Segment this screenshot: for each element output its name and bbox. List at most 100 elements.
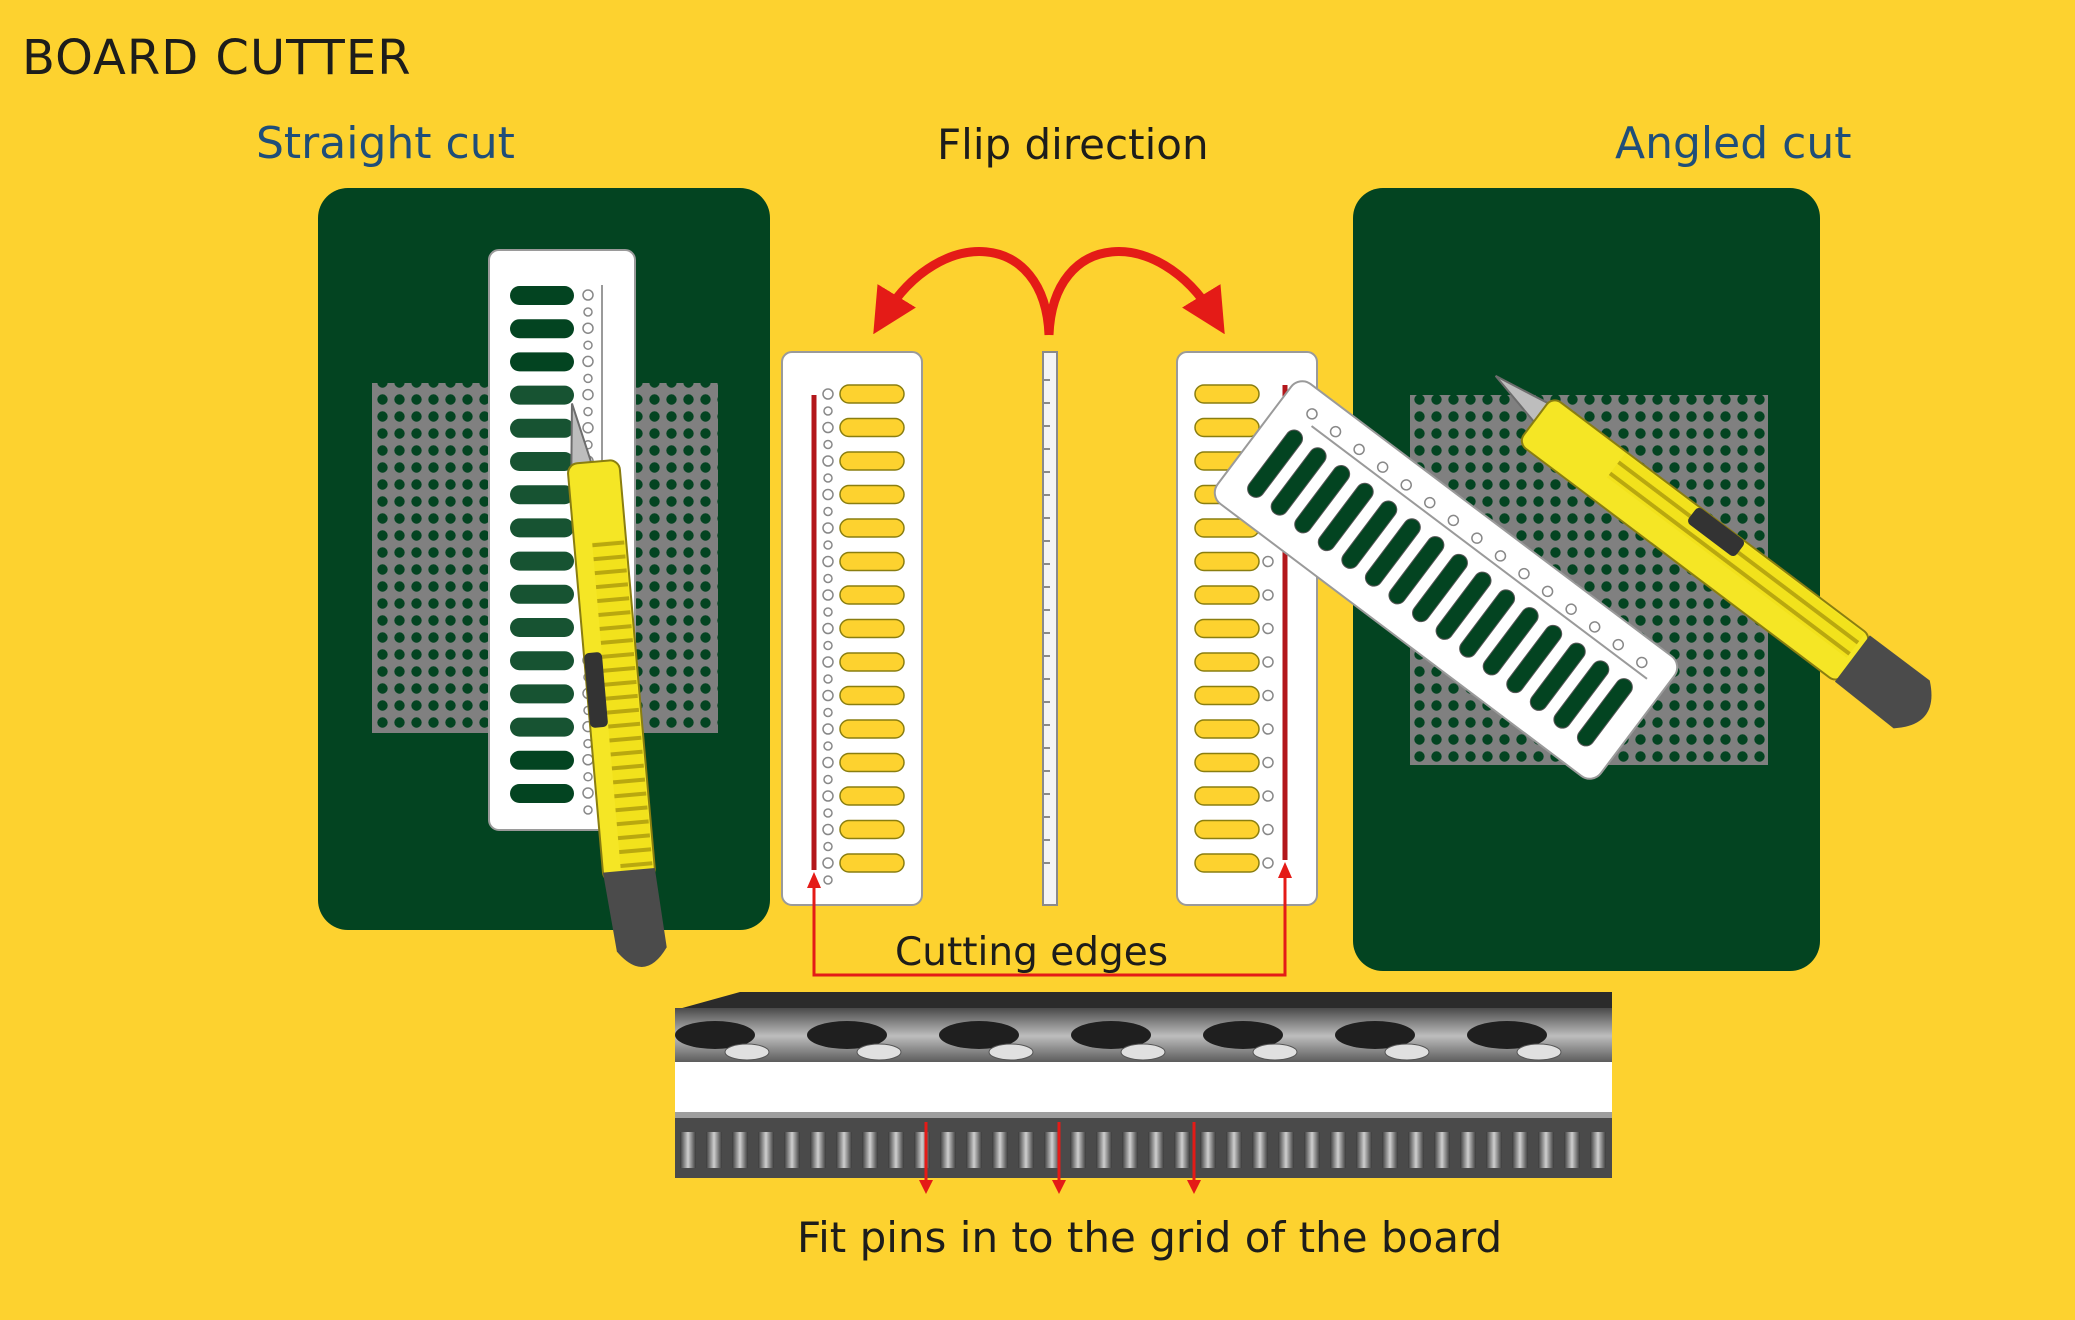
- ruler-slot: [1247, 429, 1304, 498]
- ruler-slot: [510, 452, 574, 471]
- ruler-slot: [839, 518, 905, 538]
- ruler-pin: [582, 388, 594, 401]
- ruler-pin: [822, 689, 834, 702]
- ruler-pin: [582, 355, 594, 368]
- board-pin: [862, 1132, 878, 1168]
- ruler-pin: [1636, 656, 1648, 669]
- ruler-pin: [1262, 756, 1274, 769]
- board-pin: [1148, 1132, 1164, 1168]
- ruler-pin: [1262, 723, 1274, 735]
- ruler-pin: [582, 289, 594, 301]
- ruler-pin: [822, 790, 834, 802]
- straight-cut-knife: [567, 403, 667, 967]
- ruler-pin: [822, 522, 834, 534]
- ruler-pin: [1306, 408, 1318, 420]
- ruler-slot: [839, 484, 905, 505]
- ruler-pin: [583, 805, 593, 815]
- board-pin: [1122, 1132, 1138, 1168]
- ruler-pin: [1400, 479, 1412, 491]
- board-hole: [988, 1043, 1034, 1061]
- board-pin: [1096, 1132, 1112, 1168]
- board-pin: [914, 1132, 930, 1168]
- ruler-slot: [839, 551, 905, 572]
- ruler-slot: [839, 786, 905, 806]
- ruler-pin: [823, 439, 833, 450]
- ruler-slot: [1270, 447, 1327, 516]
- board-pin: [992, 1132, 1008, 1168]
- pin-arrows: [919, 1122, 1201, 1194]
- ruler-pin: [823, 406, 833, 416]
- board-hole: [1467, 1021, 1547, 1049]
- ruler-slot: [510, 651, 574, 671]
- ruler-slot: [1576, 678, 1633, 747]
- ruler-pin: [822, 455, 834, 467]
- ruler-slot: [839, 417, 905, 438]
- ruler-pin: [1565, 603, 1577, 615]
- ruler-slot: [1506, 624, 1563, 694]
- ruler-pin: [1376, 461, 1389, 473]
- board-pin: [680, 1132, 696, 1168]
- ruler-pin: [823, 506, 833, 517]
- ruler-pin: [1329, 425, 1342, 438]
- ruler-slot: [1194, 417, 1260, 438]
- ruler-pin: [582, 422, 594, 434]
- straight-cut-label: Straight cut: [256, 118, 515, 169]
- ruler-slot: [1194, 652, 1260, 672]
- ruler-pin: [823, 774, 833, 785]
- ruler-pin: [583, 373, 593, 384]
- ruler-pin: [823, 473, 833, 483]
- ruler-pin: [822, 388, 834, 400]
- ruler-pin: [823, 841, 833, 852]
- ruler-slot: [839, 719, 905, 739]
- ruler-slot: [510, 352, 574, 372]
- board-hole: [939, 1021, 1019, 1049]
- board-hole: [1252, 1043, 1298, 1061]
- board-hole: [1071, 1021, 1151, 1049]
- ruler-slot: [1317, 482, 1374, 552]
- ruler-slot: [1435, 571, 1492, 640]
- board-pin: [1200, 1132, 1216, 1168]
- ruler-slot: [839, 384, 905, 404]
- ruler-pin: [1518, 567, 1530, 580]
- board-pin: [1330, 1132, 1346, 1168]
- board-pin: [1304, 1132, 1320, 1168]
- ruler-pin: [583, 406, 593, 417]
- angled-cut-label: Angled cut: [1615, 118, 1852, 169]
- ruler-pin: [822, 622, 834, 635]
- board-hole: [724, 1043, 770, 1061]
- board-pin: [940, 1132, 956, 1168]
- ruler-pin: [1494, 550, 1507, 562]
- board-pin: [1460, 1132, 1476, 1168]
- ruler-pin: [822, 589, 834, 601]
- ruler-slot: [510, 618, 574, 637]
- ruler-slot: [1529, 642, 1586, 711]
- ruler-slot: [1459, 589, 1516, 658]
- ruler-slot: [510, 784, 574, 803]
- angled-cut-ruler: [1213, 380, 1679, 780]
- ruler-pin: [1262, 857, 1274, 869]
- ruler-slot: [1388, 536, 1445, 605]
- board-hole: [807, 1021, 887, 1049]
- ruler-pin: [1262, 656, 1274, 668]
- ruler-slot: [1341, 500, 1398, 569]
- ruler-slot: [1194, 819, 1260, 840]
- board-pin: [1382, 1132, 1398, 1168]
- board-hole: [1120, 1043, 1166, 1061]
- ruler-pin: [583, 307, 593, 317]
- board-perspective-detail: [675, 992, 1612, 1194]
- fit-pins-caption: Fit pins in to the grid of the board: [797, 1213, 1503, 1262]
- board-pin: [1564, 1132, 1580, 1168]
- ruler-pin: [1353, 443, 1365, 456]
- board-hole: [1516, 1043, 1562, 1061]
- flip-direction-label: Flip direction: [937, 120, 1209, 169]
- page-title: BOARD CUTTER: [22, 30, 412, 86]
- angled-cut-knife: [1494, 375, 1932, 729]
- board-pin: [836, 1132, 852, 1168]
- cutting-edge-bracket: [807, 862, 1292, 977]
- board-pin: [1538, 1132, 1554, 1168]
- board-pin: [810, 1132, 826, 1168]
- ruler-slot: [839, 451, 905, 471]
- ruler-pin: [1612, 638, 1625, 651]
- ruler-pin: [823, 674, 833, 684]
